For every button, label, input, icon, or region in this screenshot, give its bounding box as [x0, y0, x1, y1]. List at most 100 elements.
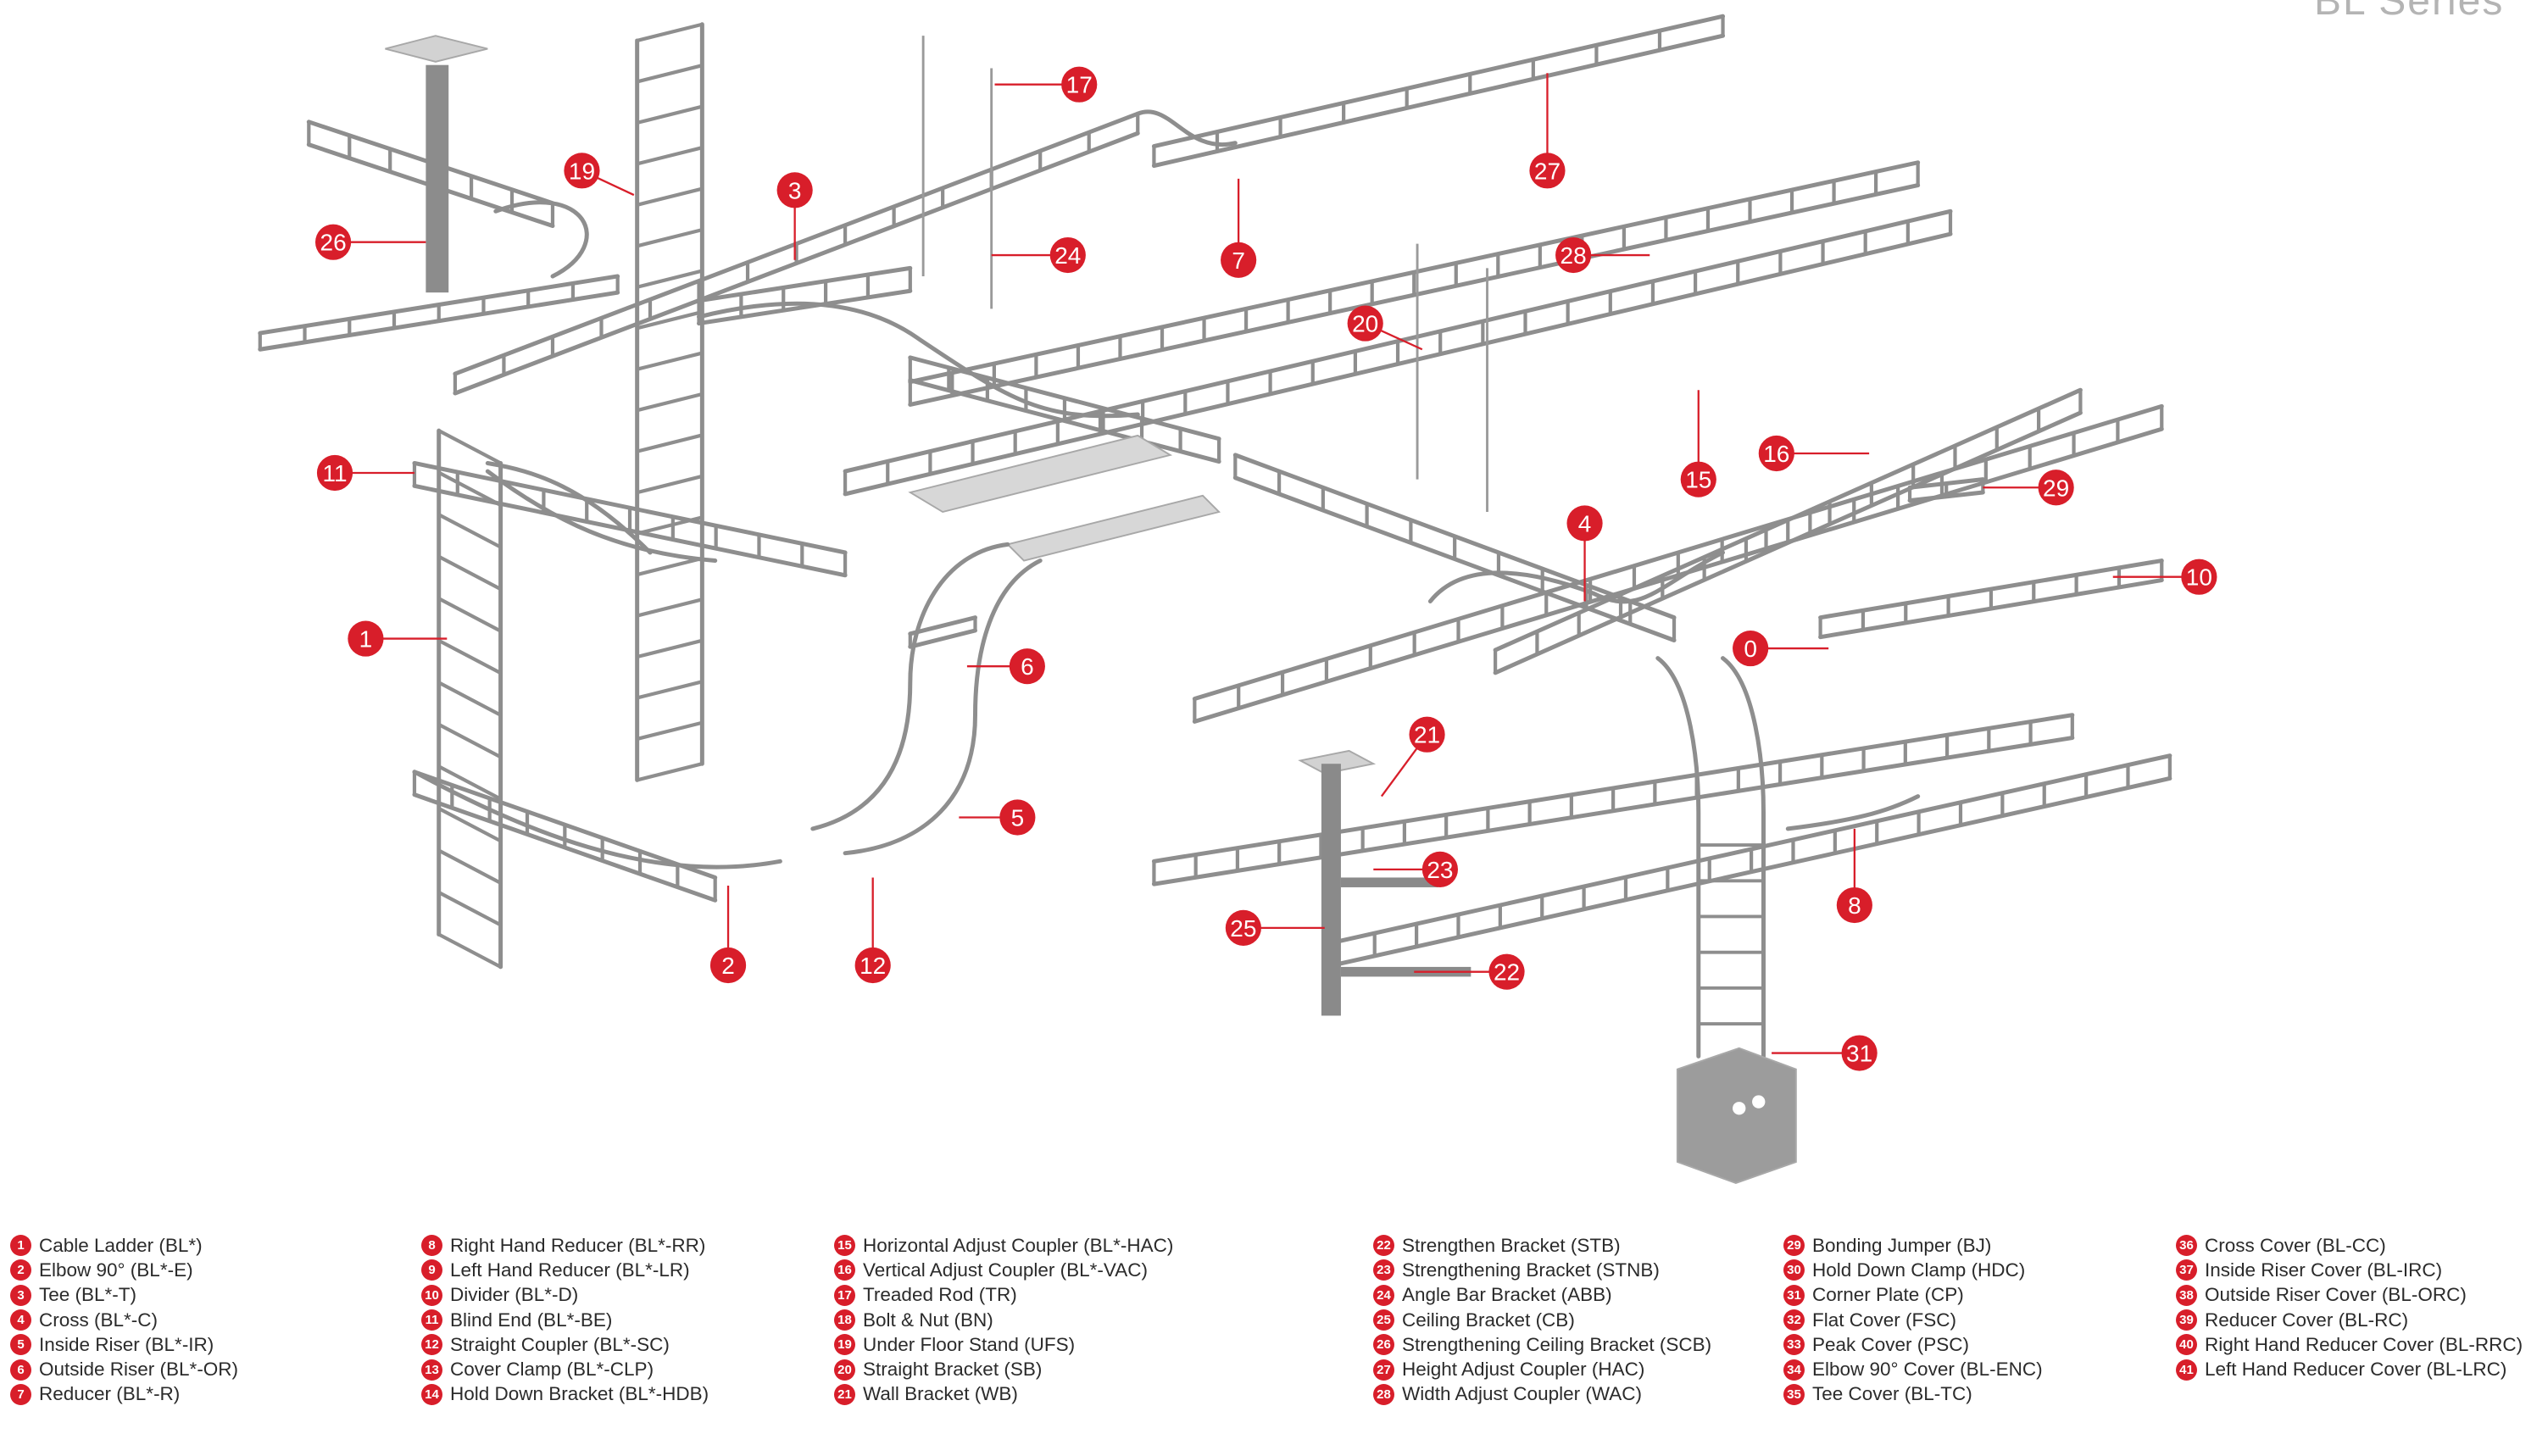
callout-4: 4 — [1566, 505, 1603, 542]
side-rail — [908, 355, 1221, 442]
legend-number-badge: 36 — [2176, 1235, 2197, 1257]
callout-label: 21 — [1414, 722, 1440, 748]
legend-number-badge: 28 — [1373, 1383, 1394, 1405]
legend-number-badge: 20 — [834, 1359, 855, 1381]
legend-label: Divider (BL*-D) — [450, 1284, 579, 1306]
rung — [637, 22, 703, 42]
callout-2: 2 — [709, 947, 747, 984]
flat-cover-2 — [1005, 494, 1221, 562]
callout-11: 11 — [316, 454, 353, 492]
bracket-post — [1321, 764, 1341, 1016]
callout-label: 31 — [1846, 1041, 1872, 1067]
callout-23: 23 — [1421, 851, 1458, 887]
bottom-right-run — [1151, 713, 2075, 886]
legend-label: Hold Down Clamp (HDC) — [1812, 1259, 2026, 1281]
legend-label: Bolt & Nut (BN) — [863, 1309, 993, 1331]
callout-label: 28 — [1561, 242, 1587, 269]
callout-label: 27 — [1534, 158, 1561, 184]
legend-number-badge: 16 — [834, 1259, 855, 1281]
rung — [437, 554, 502, 591]
callout-circle — [854, 947, 891, 984]
rung — [437, 723, 502, 759]
legend-number-badge: 33 — [1783, 1334, 1805, 1356]
rung — [637, 146, 703, 166]
legend-label: Strengthen Bracket (STB) — [1402, 1234, 1621, 1256]
bonding-jumper — [1907, 477, 1985, 503]
legend-label: Cover Clamp (BL*-CLP) — [450, 1359, 654, 1381]
legend-label: Flat Cover (FSC) — [1812, 1309, 1957, 1331]
legend-number-badge: 1 — [10, 1235, 31, 1257]
legend-label: Straight Coupler (BL*-SC) — [450, 1333, 670, 1355]
callout-circle — [1347, 305, 1383, 342]
legend-label: Treaded Rod (TR) — [863, 1284, 1017, 1306]
callout-circle — [1009, 648, 1045, 685]
horizontal-bend-rail — [485, 469, 718, 563]
callout-circle — [1733, 630, 1769, 667]
rung — [437, 513, 502, 549]
legend-label: Reducer Cover (BL-RC) — [2205, 1309, 2409, 1331]
legend-item: 15 Horizontal Adjust Coupler (BL*-HAC) — [834, 1233, 1173, 1258]
legend-label: Vertical Adjust Coupler (BL*-VAC) — [863, 1259, 1148, 1281]
legend-number-badge: 15 — [834, 1235, 855, 1257]
legend-number-badge: 31 — [1783, 1284, 1805, 1306]
callout-5: 5 — [999, 799, 1036, 836]
legend-label: Horizontal Adjust Coupler (BL*-HAC) — [863, 1234, 1174, 1256]
bottom-right-run-2 — [1330, 753, 2172, 968]
middle-upper-run — [697, 265, 913, 326]
callout-circle — [314, 224, 352, 260]
callout-label: 16 — [1763, 441, 1789, 467]
upper-main-run — [453, 111, 1140, 396]
rung — [637, 556, 703, 577]
left-horizontal-run — [412, 460, 848, 578]
legend-number-badge: 19 — [834, 1334, 855, 1356]
legend-number-badge: 37 — [2176, 1259, 2197, 1281]
rung — [437, 848, 502, 885]
right-upper-run — [1493, 387, 2083, 675]
callout-circle — [1421, 851, 1458, 887]
legend-label: Ceiling Bracket (CB) — [1402, 1309, 1575, 1331]
callout-25: 25 — [1225, 909, 1261, 946]
legend-number-badge: 8 — [421, 1235, 442, 1257]
rung — [637, 104, 703, 125]
rung — [637, 762, 703, 782]
callout-circle — [709, 947, 747, 984]
legend-label: Wall Bracket (WB) — [863, 1383, 1018, 1405]
reducer-rail-8 — [1785, 794, 1921, 831]
legend-label: Right Hand Reducer Cover (BL-RRC) — [2205, 1333, 2523, 1355]
legend-number-badge: 27 — [1373, 1359, 1394, 1381]
legend-label: Outside Riser Cover (BL-ORC) — [2205, 1284, 2467, 1306]
legend-label: Straight Bracket (SB) — [863, 1359, 1043, 1381]
left-lower-run — [258, 274, 620, 352]
callout-circle — [564, 153, 600, 189]
callout-label: 20 — [1352, 311, 1378, 337]
legend-number-badge: 3 — [10, 1284, 31, 1306]
rung — [637, 597, 703, 618]
vertical-ladder-19 — [635, 22, 704, 782]
drop-rail — [1655, 656, 1701, 1059]
legend-number-badge: 34 — [1783, 1359, 1805, 1381]
callout-label: 12 — [860, 953, 886, 979]
box-knockout — [1733, 1102, 1746, 1115]
callout-circle — [1841, 1035, 1878, 1071]
legend-label: Strengthening Ceiling Bracket (SCB) — [1402, 1333, 1712, 1355]
legend-number-badge: 40 — [2176, 1334, 2197, 1356]
legend-label: Tee (BL*-T) — [39, 1284, 137, 1306]
callout-label: 23 — [1427, 857, 1453, 883]
callout-3: 3 — [776, 172, 813, 208]
right-lower-run — [1192, 403, 2164, 724]
legend-number-badge: 5 — [10, 1334, 31, 1356]
callout-label: 8 — [1848, 892, 1861, 919]
divider-run — [1818, 559, 2164, 640]
rung — [637, 351, 703, 371]
